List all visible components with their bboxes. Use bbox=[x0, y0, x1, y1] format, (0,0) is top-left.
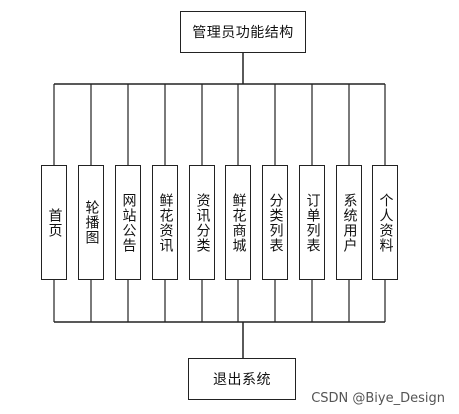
module-label: 个人资料 bbox=[377, 192, 394, 253]
module-label: 鲜花资讯 bbox=[157, 192, 174, 253]
module-label: 首页 bbox=[46, 207, 63, 238]
exit-label: 退出系统 bbox=[213, 372, 271, 388]
module-node: 资讯分类 bbox=[189, 165, 215, 280]
module-node: 订单列表 bbox=[299, 165, 325, 280]
module-node: 系统用户 bbox=[336, 165, 362, 280]
module-label: 网站公告 bbox=[120, 192, 137, 253]
module-node: 鲜花商城 bbox=[225, 165, 251, 280]
module-node: 鲜花资讯 bbox=[152, 165, 178, 280]
module-node: 个人资料 bbox=[372, 165, 398, 280]
module-label: 资讯分类 bbox=[194, 192, 211, 253]
module-node: 网站公告 bbox=[115, 165, 141, 280]
root-node: 管理员功能结构 bbox=[180, 11, 306, 53]
module-label: 轮播图 bbox=[83, 200, 100, 245]
root-label: 管理员功能结构 bbox=[192, 25, 294, 41]
module-label: 系统用户 bbox=[341, 192, 358, 253]
module-node: 分类列表 bbox=[262, 165, 288, 280]
watermark: CSDN @Biye_Design bbox=[311, 391, 445, 406]
module-label: 分类列表 bbox=[267, 192, 284, 253]
module-label: 订单列表 bbox=[304, 192, 321, 253]
exit-node: 退出系统 bbox=[188, 358, 296, 400]
module-label: 鲜花商城 bbox=[230, 192, 247, 253]
module-node: 首页 bbox=[41, 165, 67, 280]
module-node: 轮播图 bbox=[78, 165, 104, 280]
